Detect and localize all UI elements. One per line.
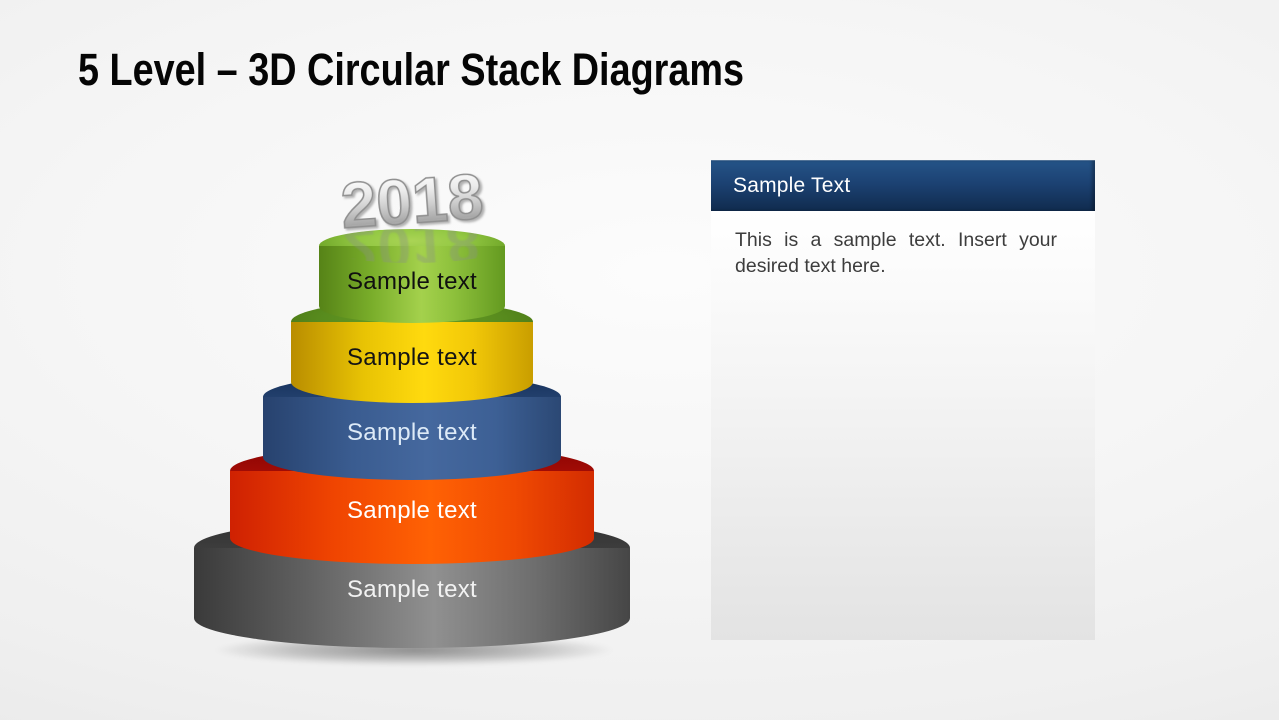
- level-5-body: Sample text: [194, 548, 630, 648]
- panel-body: This is a sample text. Insert your desir…: [711, 211, 1095, 640]
- panel-body-text: This is a sample text. Insert your desir…: [735, 229, 1057, 277]
- level-1-label: Sample text: [346, 267, 478, 295]
- panel-header-title: Sample Text: [733, 173, 851, 197]
- level-3-label: Sample text: [346, 419, 478, 446]
- stack-diagram: Sample text Sample text Sample text Samp…: [194, 159, 630, 666]
- year-label: 2018: [310, 159, 514, 243]
- page-title: 5 Level – 3D Circular Stack Diagrams: [78, 44, 745, 95]
- level-1-body: Sample text: [319, 246, 505, 323]
- level-4-body: Sample text: [230, 471, 594, 564]
- level-3-body: Sample text: [263, 397, 561, 480]
- text-panel: Sample Text This is a sample text. Inser…: [711, 160, 1095, 640]
- level-4-label: Sample text: [346, 497, 478, 524]
- level-2-body: Sample text: [291, 322, 533, 403]
- level-5-label: Sample text: [346, 576, 478, 603]
- level-2-label: Sample text: [346, 343, 478, 371]
- panel-header: Sample Text: [711, 160, 1095, 211]
